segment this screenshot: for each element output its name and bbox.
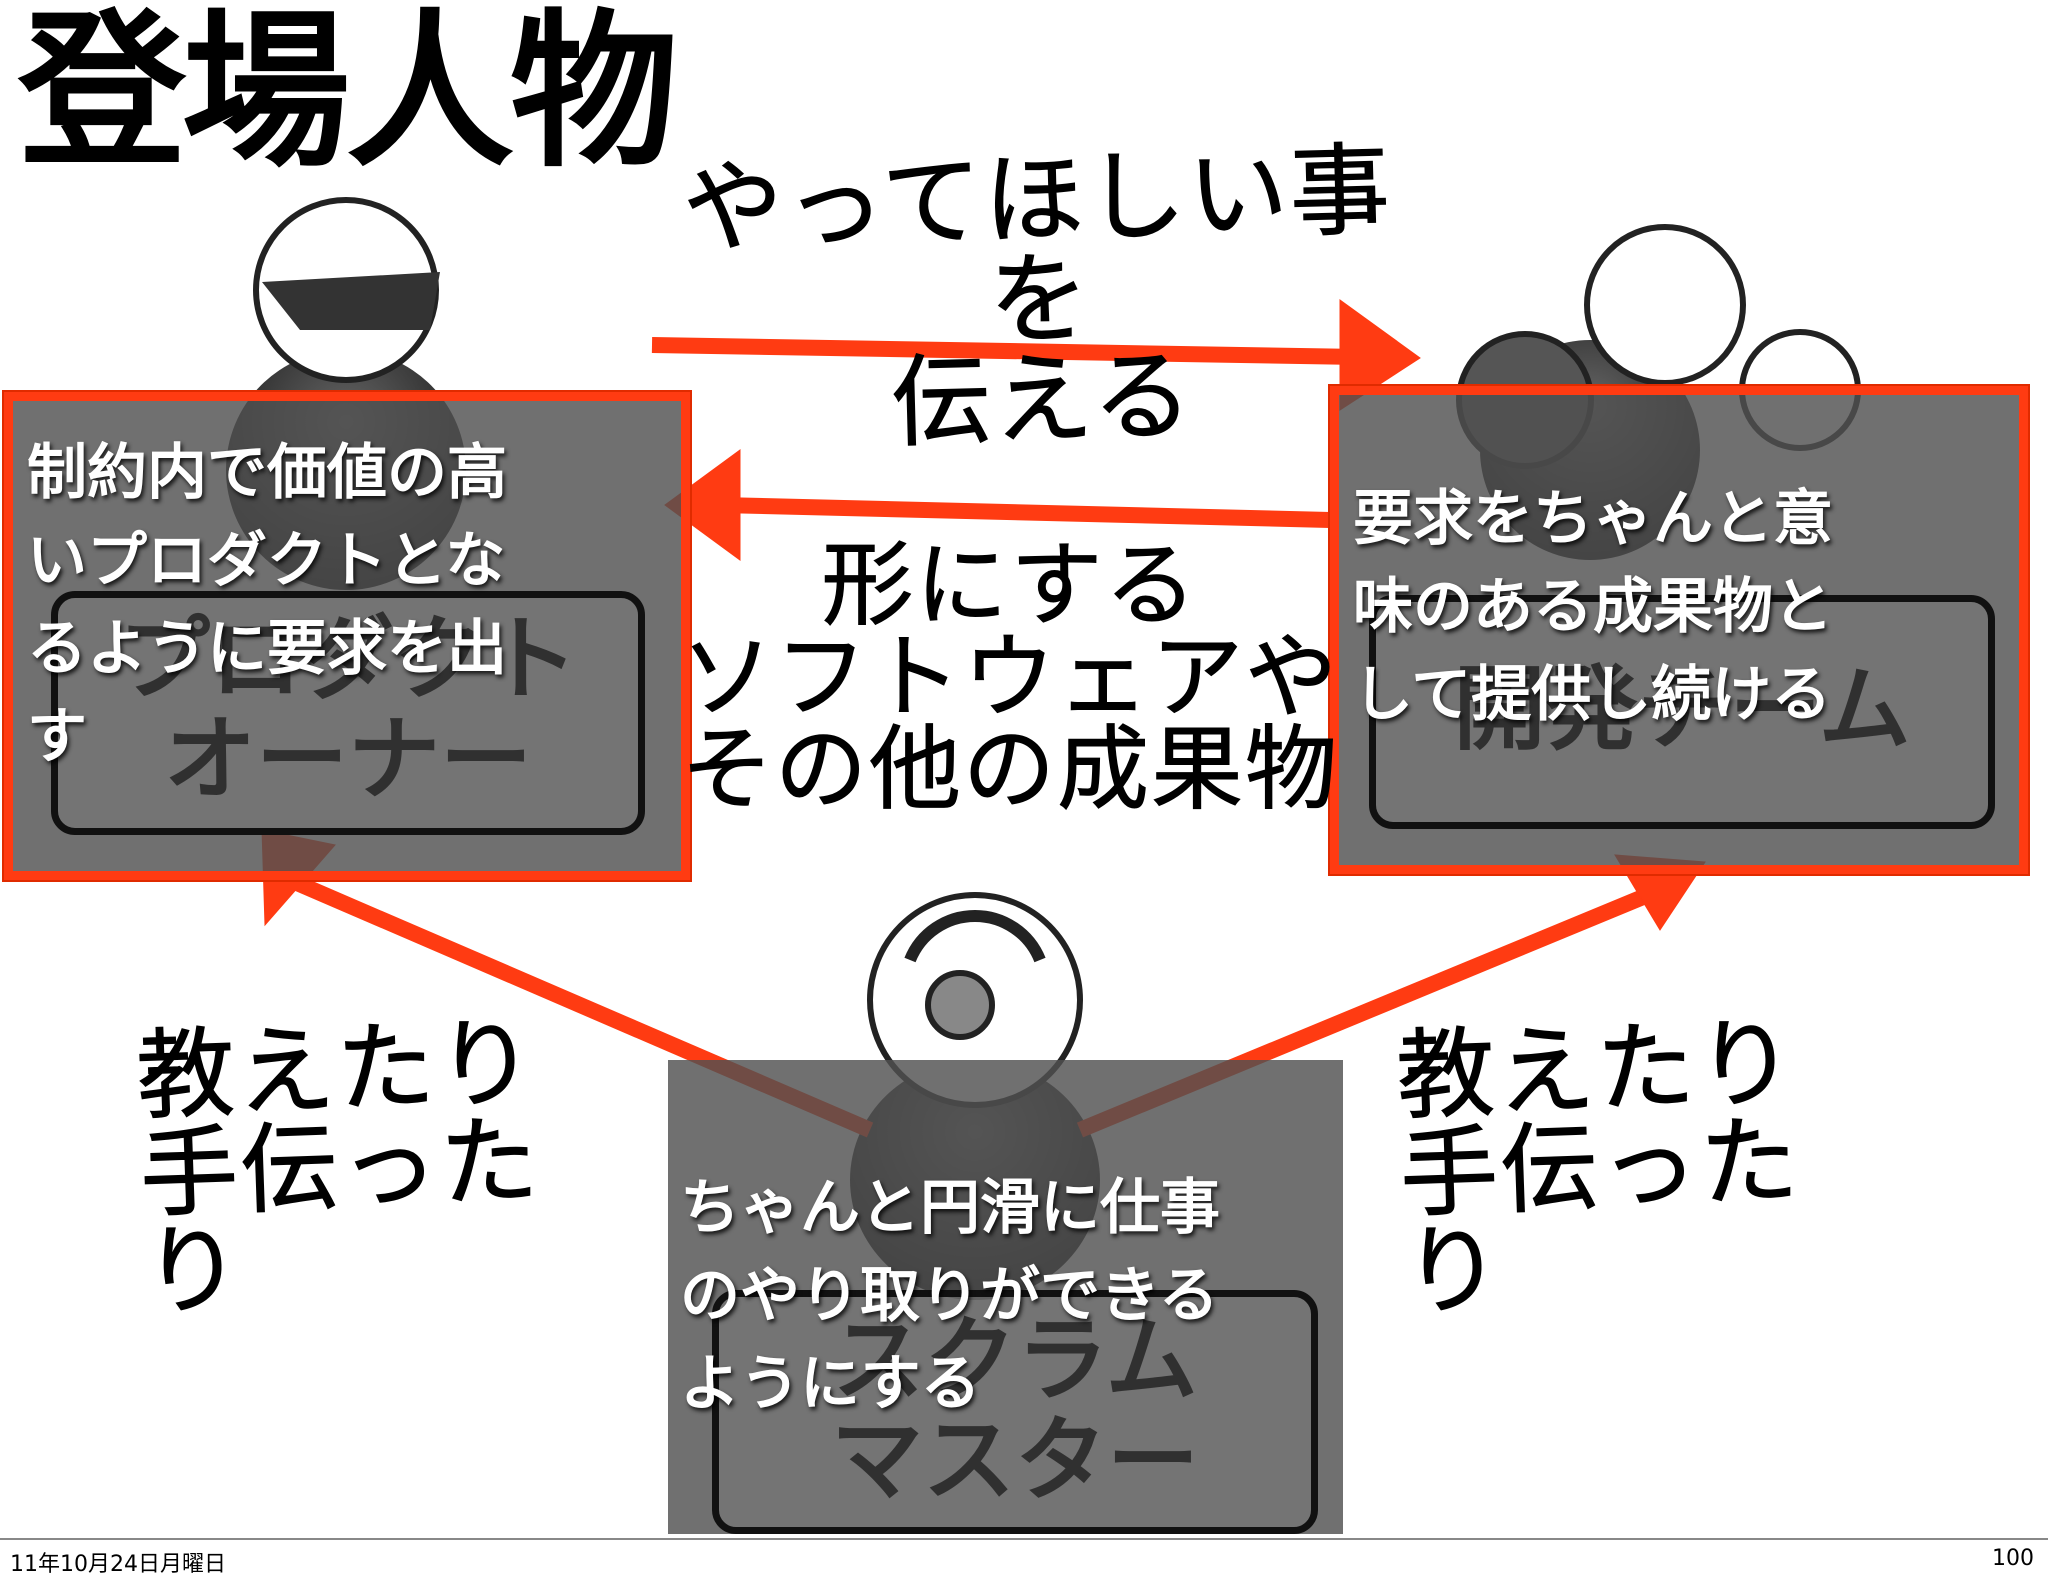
caption-line: 手伝ったり xyxy=(1398,1104,1803,1331)
dev-team-label-line: 開発チーム xyxy=(1453,656,1911,763)
scrum-master-label-box: スクラム マスター xyxy=(712,1290,1318,1534)
arrow-to-product-owner xyxy=(719,497,1331,528)
caption-line: 伝える xyxy=(889,337,1196,463)
description-line: す xyxy=(27,702,87,772)
arrow-head-left xyxy=(664,449,741,561)
page-title: 登場人物 xyxy=(18,0,678,190)
product-owner-description: 制約内で価値の高 いプロダクトとな るように要求を出 す xyxy=(27,429,507,781)
product-owner-label-box: プロダクト オーナー xyxy=(51,591,645,835)
sunglasses-icon xyxy=(262,272,440,330)
footer: 11年10月24日月曜日 100 xyxy=(0,1538,2048,1578)
left-caption: 教えたり 手伝ったり xyxy=(134,1006,625,1331)
arrow-head-right xyxy=(1339,299,1421,411)
description-line: 要求をちゃんと意 xyxy=(1353,484,1833,554)
caption-line: その他の成果物 xyxy=(680,716,1339,823)
dev-team-panel: 開発チーム 要求をちゃんと意 味のある成果物と して提供し続ける xyxy=(1330,386,2028,874)
dev-team-description: 要求をちゃんと意 味のある成果物と して提供し続ける xyxy=(1353,475,1833,739)
top-arrow-caption: やってほしい事を 伝える xyxy=(656,131,1424,463)
headset-icon xyxy=(904,909,1046,963)
description-line: のやり取りができる xyxy=(680,1261,1219,1331)
dev-team-label-box: 開発チーム xyxy=(1369,595,1995,829)
scrum-master-description: ちゃんと円滑に仕事 のやり取りができる ようにする xyxy=(680,1164,1220,1428)
caption-line: ソフトウェアや xyxy=(680,624,1339,731)
description-line: 制約内で価値の高 xyxy=(27,438,507,508)
scrum-master-label-line: スクラム xyxy=(832,1307,1198,1414)
page-number: 100 xyxy=(1992,1546,2034,1571)
description-line: ようにする xyxy=(680,1349,981,1419)
scrum-master-label-line: マスター xyxy=(830,1407,1199,1514)
slide: 登場人物 プロダクト オーナー 制約内で価値の高 いプロダクトとな るように要求… xyxy=(4,0,2028,1534)
product-owner-label-line: オーナー xyxy=(163,706,532,813)
footer-date: 11年10月24日月曜日 xyxy=(10,1552,226,1577)
caption-line: 手伝ったり xyxy=(138,1104,543,1331)
description-line: いプロダクトとな xyxy=(27,526,506,596)
product-owner-panel: プロダクト オーナー 制約内で価値の高 いプロダクトとな るように要求を出 す xyxy=(4,392,690,880)
scrum-master-panel: スクラム マスター ちゃんと円滑に仕事 のやり取りができる ようにする xyxy=(668,1060,1343,1534)
description-line: 味のある成果物と xyxy=(1353,572,1833,642)
product-owner-label-line: プロダクト xyxy=(117,606,578,713)
description-line: ちゃんと円滑に仕事 xyxy=(680,1173,1220,1243)
middle-caption: 形にする ソフトウェアや その他の成果物 xyxy=(680,532,1340,823)
caption-line: やってほしい事を xyxy=(681,131,1394,360)
caption-line: 形にする xyxy=(821,532,1199,639)
description-line: して提供し続ける xyxy=(1353,660,1832,730)
description-line: るように要求を出 xyxy=(27,614,507,684)
arrow-to-dev-team xyxy=(651,337,1361,365)
right-caption: 教えたり 手伝ったり xyxy=(1394,1006,1885,1331)
